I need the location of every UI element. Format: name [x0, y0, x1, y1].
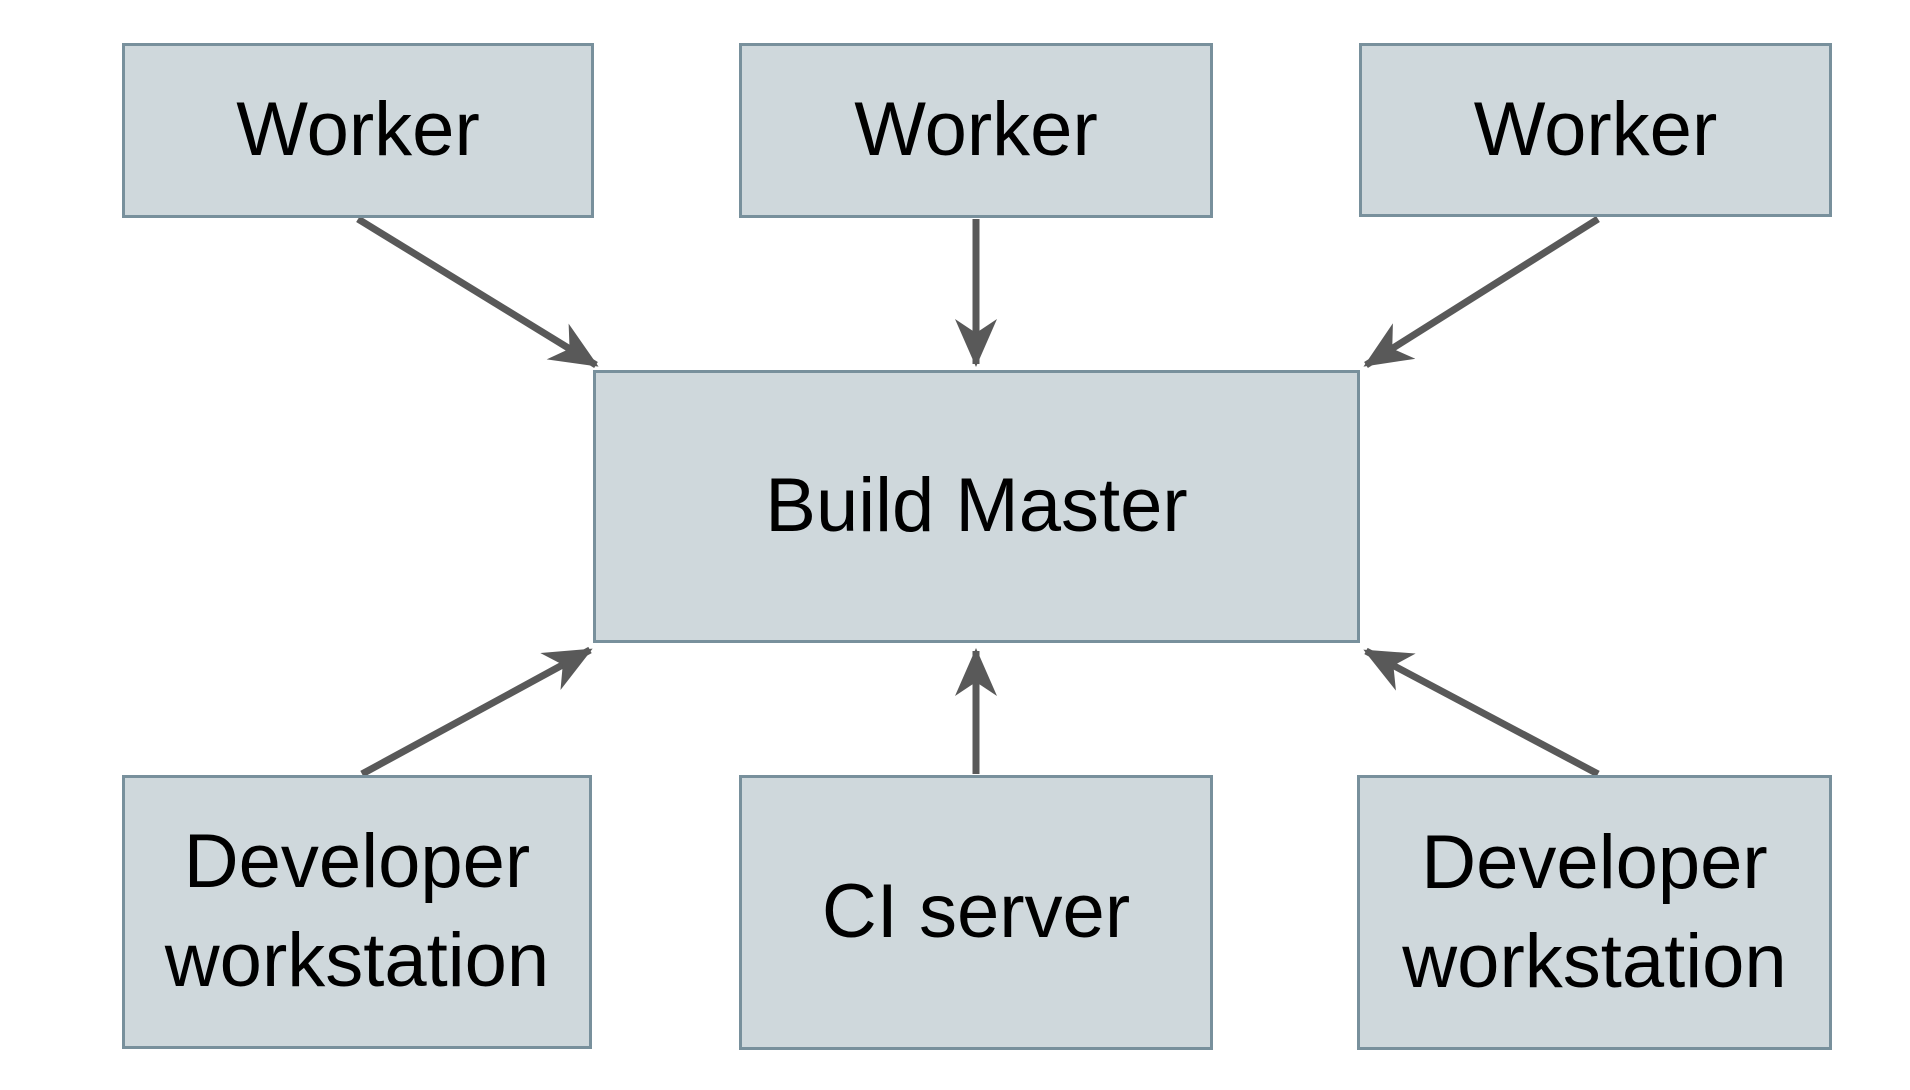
node-worker-2: Worker — [739, 43, 1213, 218]
arrow-worker1-to-buildmaster — [356, 216, 599, 368]
node-worker-2-label: Worker — [854, 87, 1098, 173]
arrow-devws-right-to-buildmaster — [1363, 647, 1600, 778]
arrow-worker3-to-buildmaster — [1363, 216, 1600, 368]
node-developer-workstation-left: Developer workstation — [122, 775, 592, 1049]
node-worker-3: Worker — [1359, 43, 1832, 217]
node-build-master-label: Build Master — [765, 463, 1188, 549]
node-ci-server: CI server — [739, 775, 1213, 1050]
node-worker-1-label: Worker — [236, 87, 480, 173]
node-developer-workstation-right-label: Developer workstation — [1402, 819, 1787, 1004]
node-worker-1: Worker — [122, 43, 594, 218]
node-worker-3-label: Worker — [1473, 86, 1718, 172]
node-ci-server-label: CI server — [821, 869, 1131, 955]
arrow-devws-left-to-buildmaster — [360, 646, 593, 778]
node-developer-workstation-left-label: Developer workstation — [164, 819, 550, 1003]
node-developer-workstation-right: Developer workstation — [1357, 775, 1832, 1050]
node-build-master: Build Master — [593, 370, 1360, 643]
